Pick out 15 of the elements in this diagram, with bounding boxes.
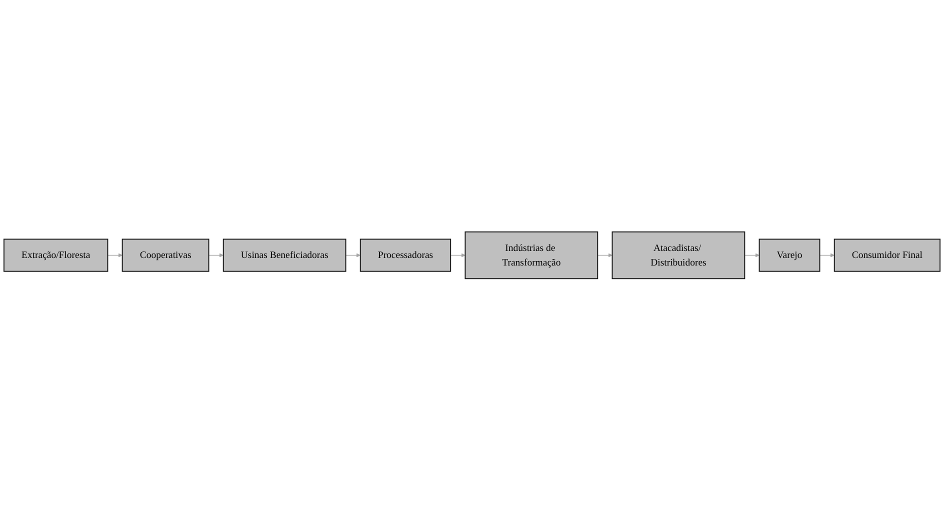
node-box: Usinas Beneficiadoras [222, 238, 346, 272]
node-box: Processadoras [360, 238, 452, 272]
arrow [819, 252, 835, 258]
arrow [208, 252, 224, 258]
arrow [450, 252, 466, 258]
node-box: Atacadistas/ Distribuidores [612, 231, 746, 279]
node-box: Consumidor Final [834, 238, 941, 272]
node-box: Cooperativas [122, 238, 210, 272]
node-box: Indústrias de Transformação [464, 231, 598, 279]
arrow [107, 252, 123, 258]
arrow [345, 252, 361, 258]
node-box: Extração/Floresta [3, 238, 108, 272]
arrow [744, 252, 760, 258]
node-box: Varejo [758, 238, 820, 272]
arrow [597, 252, 612, 258]
